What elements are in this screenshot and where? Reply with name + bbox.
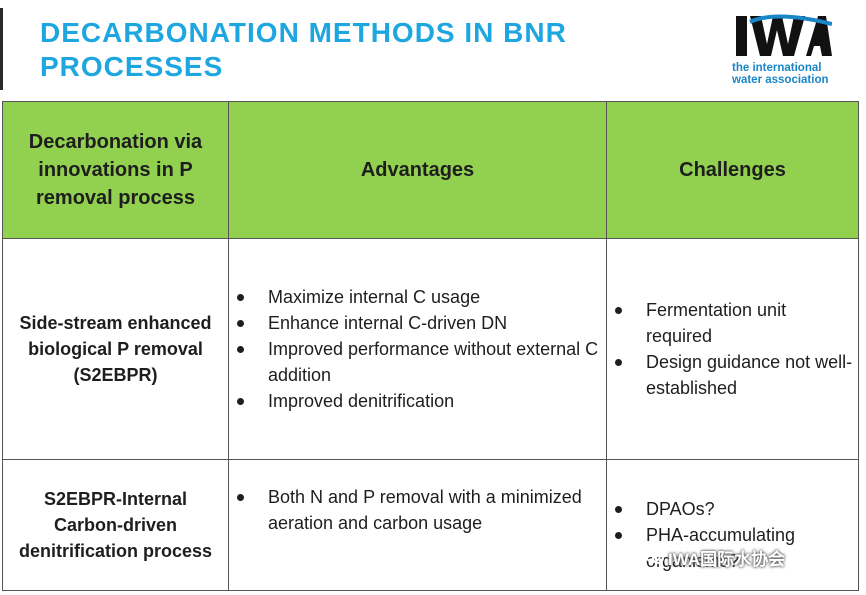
page-title: DECARBONATION METHODS IN BNR PROCESSES bbox=[40, 17, 567, 82]
list-item: Both N and P removal with a minimized ae… bbox=[237, 484, 601, 536]
table-header-row: Decarbonation via innovations in P remov… bbox=[2, 101, 859, 239]
bullet-icon bbox=[237, 320, 244, 327]
watermark-text: IWA国际水协会 bbox=[668, 550, 786, 569]
row-advantages: Maximize internal C usage Enhance intern… bbox=[228, 238, 607, 460]
bullet-icon bbox=[237, 398, 244, 405]
list-item: DPAOs? bbox=[615, 496, 853, 522]
list-item: Maximize internal C usage bbox=[237, 284, 601, 310]
bullet-icon bbox=[237, 294, 244, 301]
row-method: S2EBPR-Internal Carbon-driven denitrific… bbox=[2, 459, 229, 591]
table-row: Side-stream enhanced biological P remova… bbox=[2, 238, 859, 460]
list-item: Improved denitrification bbox=[237, 388, 601, 414]
left-accent-bar bbox=[0, 8, 3, 90]
bullet-icon bbox=[237, 346, 244, 353]
bullet-icon bbox=[615, 359, 622, 366]
wechat-icon bbox=[645, 547, 664, 564]
list-item: Improved performance without external C … bbox=[237, 336, 601, 388]
list-item: Design guidance not well-established bbox=[615, 349, 853, 401]
bullet-icon bbox=[615, 307, 622, 314]
bullet-icon bbox=[615, 506, 622, 513]
bullet-icon bbox=[615, 532, 622, 539]
row-challenges: DPAOs? PHA-accumulating organisms? bbox=[606, 459, 859, 591]
list-item: PHA-accumulating organisms? bbox=[615, 522, 853, 574]
row-method: Side-stream enhanced biological P remova… bbox=[2, 238, 229, 460]
header-advantages: Advantages bbox=[228, 101, 607, 239]
iwa-logo-mark-icon bbox=[736, 14, 832, 56]
table-row: S2EBPR-Internal Carbon-driven denitrific… bbox=[2, 459, 859, 591]
bullet-icon bbox=[237, 494, 244, 501]
list-item: Fermentation unit required bbox=[615, 297, 853, 349]
row-advantages: Both N and P removal with a minimized ae… bbox=[228, 459, 607, 591]
decarbonation-table: Decarbonation via innovations in P remov… bbox=[2, 101, 859, 591]
row-challenges: Fermentation unit required Design guidan… bbox=[606, 238, 859, 460]
logo-tagline: the international water association bbox=[732, 62, 829, 86]
header-method: Decarbonation via innovations in P remov… bbox=[2, 101, 229, 239]
iwa-logo: the international water association bbox=[732, 14, 836, 90]
header-challenges: Challenges bbox=[606, 101, 859, 239]
list-item: Enhance internal C-driven DN bbox=[237, 310, 601, 336]
